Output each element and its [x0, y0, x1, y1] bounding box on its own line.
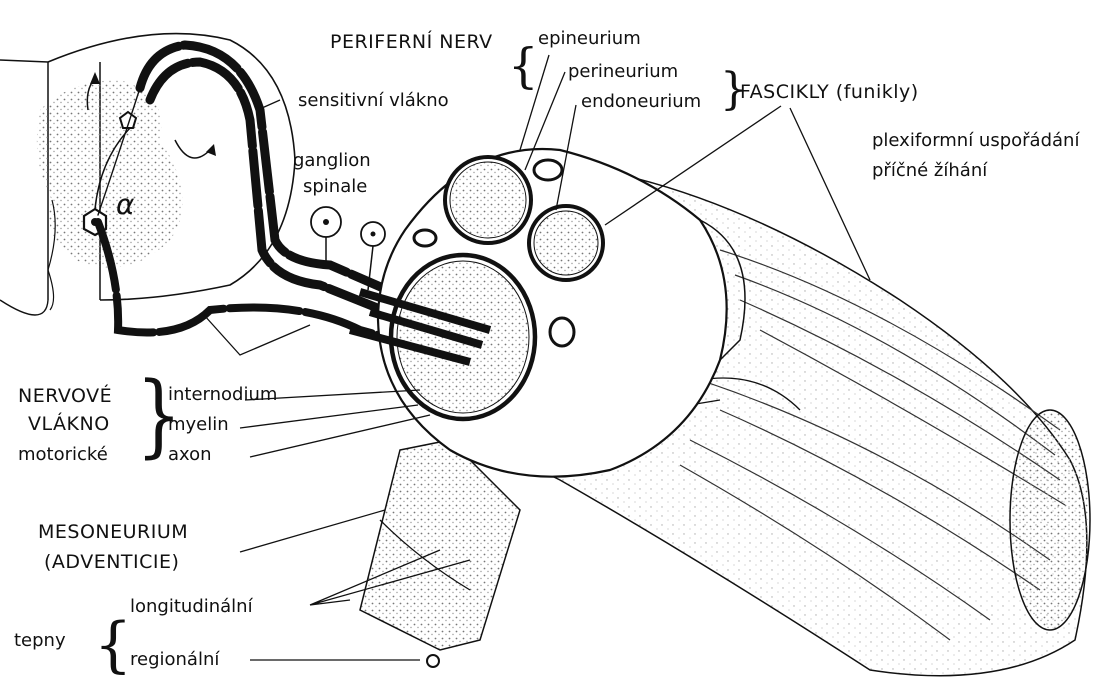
tepny-label: tepny [14, 630, 66, 651]
gray-matter [37, 80, 183, 268]
epineurium-label: epineurium [538, 28, 641, 49]
motoricke-label: motorické [18, 444, 108, 465]
internodium-label: internodium [168, 384, 277, 405]
fascicle [529, 206, 603, 280]
sensitivni-vlakno-label: sensitivní vlákno [298, 90, 449, 111]
plexiformni-label-line1: plexiformní uspořádání [872, 130, 1080, 151]
nervove-label-line1: NERVOVÉ [18, 384, 112, 407]
artery-icon [427, 655, 439, 667]
brace-tepny: { [94, 610, 132, 680]
axon-label: axon [168, 444, 212, 465]
longitudinalni-label: longitudinální [130, 596, 254, 617]
plexiformni-label-line2: příčné žíhání [872, 160, 988, 181]
ganglion-label-line2: spinale [303, 176, 367, 197]
mesoneurium-label-line2: (ADVENTICIE) [44, 551, 179, 573]
periferni-nerv-label: PERIFERNÍ NERV [330, 30, 493, 53]
fascicle [445, 157, 531, 243]
ganglion-cell-icon [311, 207, 385, 290]
regionalni-label: regionální [130, 649, 220, 670]
alpha-label: α [116, 188, 135, 221]
perineurium-label: perineurium [568, 61, 678, 82]
ganglion-label-line1: ganglion [293, 150, 371, 171]
endoneurium-label: endoneurium [581, 91, 701, 112]
myelin-label: myelin [168, 414, 229, 435]
nervove-label-line2: VLÁKNO [28, 412, 110, 435]
fascikly-label: FASCIKLY (funikly) [740, 81, 919, 103]
mesoneurium-label-line1: MESONEURIUM [38, 521, 188, 543]
brace-periferni: { [508, 38, 539, 94]
